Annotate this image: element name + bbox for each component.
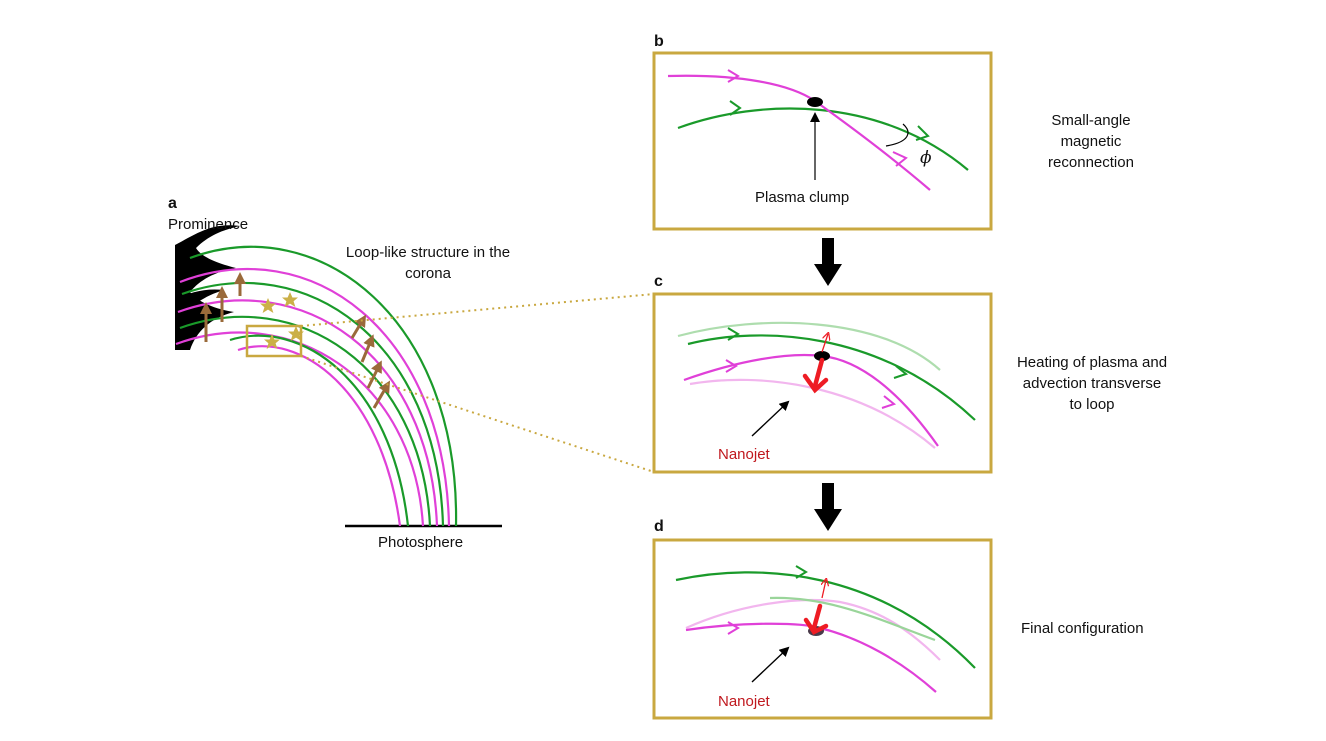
panel-b-frame	[652, 51, 993, 231]
panel-c-side-label-line-3: to loop	[1069, 396, 1115, 413]
panel-c-magenta-chevron	[725, 359, 738, 373]
panel-c-green-chevron	[727, 327, 740, 341]
panel-d-side-label: Final configuration	[1021, 620, 1144, 637]
panel-d-old-magenta-line	[685, 599, 941, 661]
panel-d-frame	[652, 538, 993, 720]
panel-c-magenta-chevron-2	[881, 395, 897, 409]
panel-b-side-label-line-2: magnetic	[1060, 133, 1122, 150]
prominence-flow-arrows	[200, 272, 246, 342]
zoom-connector-bottom	[300, 355, 655, 473]
panel-c-nanojet-label: Nanojet	[718, 446, 770, 463]
panel-d-green-chevron	[795, 565, 808, 579]
loop-structure-label: Loop-like structure in the corona	[330, 242, 526, 284]
panel-b-side-label-line-1: Small-angle	[1051, 112, 1131, 129]
panel-d-drawing	[652, 538, 993, 720]
panel-d-nanojet-label: Nanojet	[718, 693, 770, 710]
arrow-b-to-c	[814, 238, 842, 286]
panel-c-letter: c	[654, 273, 663, 290]
panel-d-old-green-line	[769, 596, 936, 642]
panel-c-frame	[652, 292, 993, 474]
reconnection-angle-symbol: ϕ	[920, 148, 932, 168]
arrow-c-to-d	[814, 483, 842, 531]
panel-b-drawing	[652, 51, 993, 231]
panel-d-green-field-line	[675, 571, 976, 669]
reconnection-angle-arc	[885, 123, 909, 147]
panel-b-magenta-chevron	[727, 69, 740, 83]
panel-b-side-label: Small-angle magnetic reconnection	[1028, 110, 1154, 173]
panel-b-green-chevron-2	[915, 125, 930, 141]
panel-c-drawing	[652, 292, 993, 474]
panel-c-side-label: Heating of plasma and advection transver…	[996, 352, 1188, 415]
sequence-arrows	[814, 238, 842, 531]
panel-b-magenta-chevron-2	[892, 151, 908, 167]
panel-b-green-field-line	[677, 107, 969, 171]
panel-c-nanojet-pointer	[751, 400, 790, 437]
panel-b-letter: b	[654, 33, 664, 50]
panel-d-nanojet-thick-arrow	[803, 603, 829, 635]
panel-a-drawing	[175, 225, 655, 528]
zoom-region-box	[245, 324, 303, 358]
panel-c-side-label-line-2: advection transverse	[1022, 375, 1162, 392]
panel-c-plasma-clump	[814, 351, 830, 361]
panel-c-green-field-line	[687, 334, 976, 421]
panel-c-nanojet-thick-arrow	[802, 357, 829, 394]
plasma-clump-label: Plasma clump	[755, 189, 850, 206]
loop-structure-label-line-2: corona	[405, 265, 451, 282]
zoom-connector-top	[300, 293, 655, 327]
prominence-label: Prominence	[168, 216, 249, 233]
panel-d-nanojet-pointer	[751, 646, 790, 683]
photosphere-label: Photosphere	[378, 534, 464, 551]
panel-c-side-label-line-1: Heating of plasma and	[1016, 354, 1168, 371]
panel-d-nanojet-thin-arrow	[822, 580, 826, 599]
panel-b-side-label-line-3: reconnection	[1048, 154, 1134, 171]
panel-d-magenta-chevron	[727, 621, 740, 635]
loop-structure-label-line-1: Loop-like structure in the	[345, 244, 511, 261]
plasma-clump	[807, 97, 823, 107]
panel-b-green-chevron	[729, 100, 742, 116]
panel-d-letter: d	[654, 518, 664, 535]
panel-c-nanojet-thin-arrow	[821, 334, 828, 353]
panel-a-letter: a	[168, 195, 177, 212]
panel-c-green-chevron-2	[893, 365, 909, 379]
coronal-loop-field-lines	[175, 245, 458, 527]
panel-c-old-green-line	[677, 321, 941, 371]
panel-b-magenta-field-line	[667, 74, 931, 191]
